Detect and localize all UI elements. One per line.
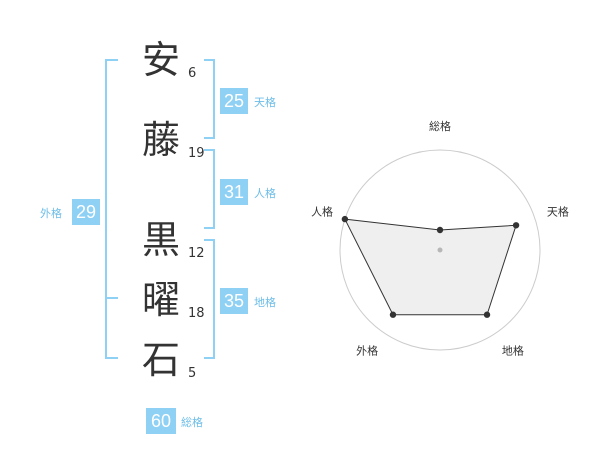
radar-center xyxy=(437,247,443,253)
tenkaku-bracket xyxy=(204,59,215,139)
tenkaku-value: 25 xyxy=(220,88,248,114)
stroke-count-3: 12 xyxy=(188,246,205,261)
chikaku-bracket xyxy=(204,239,215,359)
name-char-3: 黒 xyxy=(141,218,180,262)
jinkaku-value: 31 xyxy=(220,179,248,205)
radar-axis-label-4: 人格 xyxy=(311,205,333,219)
radar-polygon xyxy=(344,218,517,316)
soukaku-value: 60 xyxy=(146,408,176,434)
gaikaku-label: 外格 xyxy=(40,207,62,220)
radar-axis-label-1: 天格 xyxy=(547,205,569,219)
radar-point-3 xyxy=(389,311,397,318)
name-char-4: 曜 xyxy=(141,278,180,322)
radar-point-2 xyxy=(483,311,491,318)
soukaku-label: 総格 xyxy=(181,416,203,429)
stroke-count-5: 5 xyxy=(188,366,197,381)
name-char-5: 石 xyxy=(141,338,180,382)
jinkaku-bracket xyxy=(204,149,215,229)
gaikaku-bracket xyxy=(105,59,118,359)
name-char-2: 藤 xyxy=(141,118,180,162)
radar-axis-label-0: 総格 xyxy=(429,119,451,133)
radar-point-4 xyxy=(341,215,349,223)
name-char-1: 安 xyxy=(141,38,180,82)
stroke-count-2: 19 xyxy=(188,146,205,161)
stroke-count-1: 6 xyxy=(188,66,197,81)
radar-point-0 xyxy=(436,226,444,234)
jinkaku-label: 人格 xyxy=(254,187,276,200)
radar-axis-label-2: 地格 xyxy=(502,343,524,357)
tenkaku-label: 天格 xyxy=(254,96,276,109)
stroke-count-4: 18 xyxy=(188,306,205,321)
radar-point-1 xyxy=(512,222,520,229)
gaikaku-value: 29 xyxy=(72,199,100,225)
chikaku-value: 35 xyxy=(220,288,248,314)
chikaku-label: 地格 xyxy=(254,296,276,309)
radar-axis-label-3: 外格 xyxy=(356,343,378,357)
